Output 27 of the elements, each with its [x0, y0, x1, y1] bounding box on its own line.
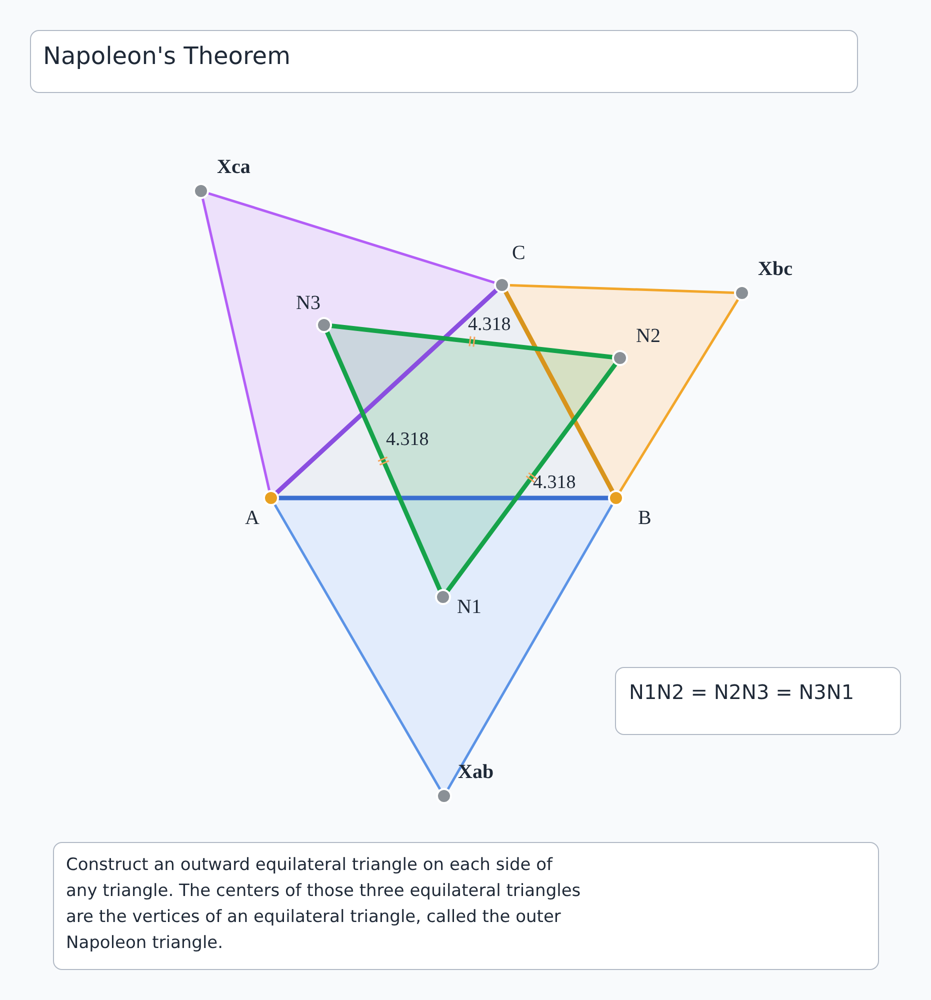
point-label: A	[245, 508, 260, 528]
line-segment	[504, 290, 614, 494]
line-segment	[202, 198, 270, 492]
line-segment	[274, 504, 442, 790]
line-segment	[446, 504, 614, 790]
equation-box: N1N2 = N2N3 = N3N1	[615, 667, 901, 735]
length-label: 4.318	[386, 430, 429, 449]
point-label: N3	[296, 293, 320, 313]
length-label: 4.318	[533, 473, 576, 492]
point-label: Xbc	[758, 259, 792, 279]
line-segment	[508, 284, 736, 294]
point-label: Xca	[217, 157, 250, 177]
point-label: N2	[636, 326, 660, 346]
length-label: 4.318	[468, 315, 511, 334]
line-segment	[274, 288, 498, 495]
caption: Construct an outward equilateral triangle on each side of any triangle. The centers of those three equilateral triangles are the vertices of an equilateral triangle, called the outer Napoleon triangle.	[53, 842, 879, 970]
point-label: B	[638, 508, 652, 528]
line-segment	[618, 298, 740, 492]
line-segment	[276, 496, 610, 500]
line-segment	[446, 362, 618, 593]
line-segment	[324, 330, 442, 592]
title: Napoleon's Theorem	[30, 30, 858, 93]
line-segment	[330, 324, 614, 360]
point-label: Xab	[458, 762, 494, 782]
line-segment	[207, 192, 496, 284]
point-label: C	[512, 243, 526, 263]
point-label: N1	[457, 597, 482, 617]
